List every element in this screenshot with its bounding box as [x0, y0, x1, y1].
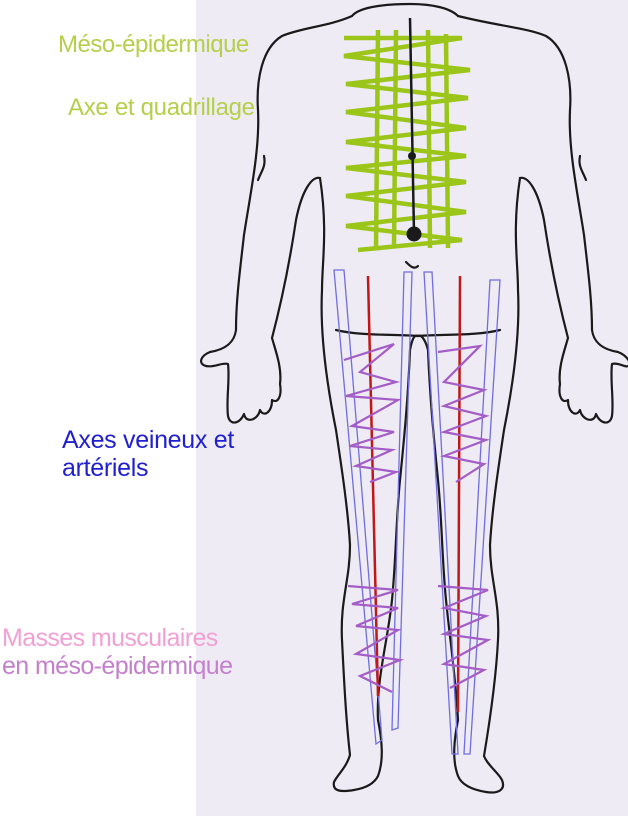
back-grid-vertical-2 [394, 30, 396, 248]
label-axes-veineux-line2: artériels [62, 454, 234, 482]
label-masses-line1: Masses musculaires [2, 624, 232, 652]
label-masses-musculaires: Masses musculaires en méso-épidermique [2, 624, 232, 680]
spine-axis-dot-small [408, 152, 416, 160]
back-grid-vertical-4 [446, 34, 448, 248]
back-grid-vertical-3 [428, 30, 430, 248]
back-grid-vertical-1 [376, 30, 378, 248]
label-axe-quadrillage: Axe et quadrillage [68, 94, 255, 122]
label-axes-veineux-line1: Axes veineux et [62, 426, 234, 454]
label-axes-veineux: Axes veineux et artériels [62, 426, 234, 482]
spine-axis-dot-large [407, 227, 422, 242]
label-meso-epidermique: Méso-épidermique [58, 31, 249, 59]
label-masses-line2: en méso-épidermique [2, 652, 232, 680]
